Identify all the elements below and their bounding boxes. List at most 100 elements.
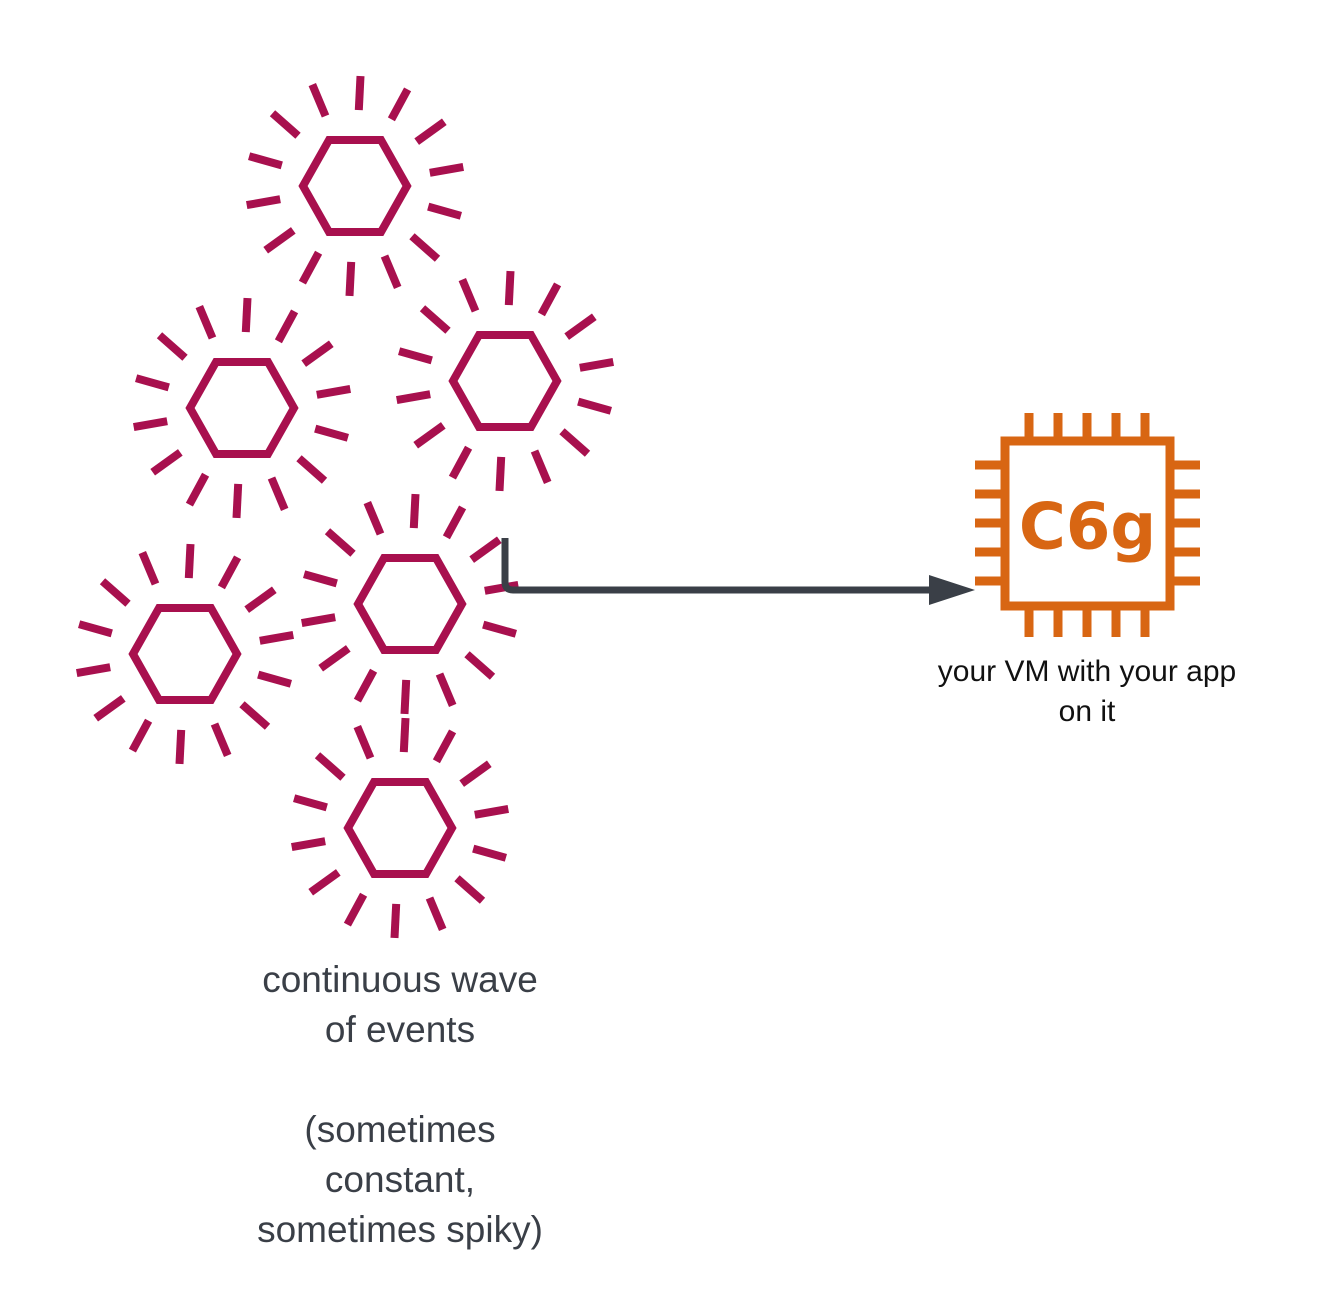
- burst-ray: [469, 536, 502, 563]
- vm-caption-line: on it: [1058, 695, 1116, 728]
- event-wave-group: [76, 75, 614, 939]
- burst-ray: [128, 718, 153, 753]
- burst-ray: [387, 87, 412, 122]
- burst-ray: [353, 725, 375, 760]
- burst-ray: [353, 668, 378, 703]
- burst-ray: [414, 118, 447, 145]
- chip-label: C6g: [1019, 491, 1156, 565]
- burst-ray: [184, 543, 195, 579]
- burst-ray: [241, 297, 252, 333]
- burst-ray: [244, 586, 277, 613]
- burst-ray: [419, 305, 451, 334]
- hexagon-shape: [298, 136, 412, 236]
- burst-ray: [409, 233, 441, 262]
- burst-ray: [442, 505, 467, 540]
- burst-ray: [425, 896, 447, 931]
- burst-ray: [530, 449, 552, 484]
- burst-ray: [324, 528, 356, 557]
- event-to-vm-arrow: [501, 538, 975, 605]
- burst-ray: [246, 195, 281, 210]
- events-caption: continuous wave of events (sometimes con…: [200, 955, 600, 1255]
- burst-ray: [427, 202, 462, 220]
- burst-ray: [564, 313, 597, 340]
- burst-ray: [458, 278, 480, 313]
- burst-ray: [314, 752, 346, 781]
- burst-ray: [291, 837, 326, 852]
- burst-ray: [537, 282, 562, 317]
- hexagon-shape: [343, 778, 457, 878]
- arrow-head-icon: [929, 575, 975, 605]
- events-caption-line: [200, 1055, 600, 1105]
- burst-ray: [484, 580, 519, 595]
- burst-ray: [78, 620, 113, 638]
- burst-ray: [504, 270, 515, 306]
- burst-ray: [185, 472, 210, 507]
- burst-ray: [293, 794, 328, 812]
- events-caption-line: constant,: [324, 1159, 476, 1200]
- event-burst-icon: [76, 543, 294, 765]
- hexagon-shape: [128, 604, 242, 704]
- burst-ray: [380, 254, 402, 289]
- vm-caption-line: your VM with your app: [937, 655, 1237, 688]
- event-burst-icon: [301, 493, 519, 715]
- burst-ray: [269, 110, 301, 139]
- burst-ray: [398, 347, 433, 365]
- events-caption-line: (sometimes: [304, 1109, 496, 1150]
- burst-ray: [577, 397, 612, 415]
- burst-ray: [435, 672, 457, 707]
- burst-ray: [400, 679, 411, 715]
- burst-ray: [409, 493, 420, 529]
- burst-ray: [314, 424, 349, 442]
- burst-ray: [76, 663, 111, 678]
- burst-ray: [217, 555, 242, 590]
- burst-ray: [267, 476, 289, 511]
- vm-caption: your VM with your app on it: [890, 652, 1284, 732]
- burst-ray: [138, 551, 160, 586]
- burst-ray: [396, 390, 431, 405]
- events-caption-line: of events: [324, 1009, 476, 1050]
- hexagon-shape: [448, 331, 562, 431]
- burst-ray: [99, 578, 131, 607]
- burst-ray: [296, 455, 328, 484]
- event-burst-icon: [291, 717, 509, 939]
- burst-ray: [579, 357, 614, 372]
- burst-ray: [308, 83, 330, 118]
- burst-ray: [482, 620, 517, 638]
- hexagon-shape: [353, 554, 467, 654]
- burst-ray: [474, 804, 509, 819]
- burst-ray: [308, 869, 341, 896]
- burst-ray: [459, 760, 492, 787]
- burst-ray: [399, 717, 410, 753]
- burst-ray: [298, 250, 323, 285]
- burst-ray: [135, 374, 170, 392]
- burst-ray: [303, 570, 338, 588]
- burst-ray: [363, 501, 385, 536]
- burst-ray: [390, 903, 401, 939]
- events-caption-line: sometimes spiky): [257, 1209, 543, 1250]
- hexagon-shape: [185, 358, 299, 458]
- burst-ray: [195, 305, 217, 340]
- burst-ray: [301, 613, 336, 628]
- burst-ray: [316, 384, 351, 399]
- event-burst-icon: [133, 297, 351, 519]
- burst-ray: [93, 695, 126, 722]
- arrow-line: [501, 538, 935, 594]
- burst-ray: [495, 456, 506, 492]
- burst-ray: [239, 701, 271, 730]
- burst-ray: [263, 227, 296, 254]
- burst-ray: [301, 340, 334, 367]
- processor-chip-icon: C6g: [975, 413, 1200, 637]
- burst-ray: [175, 729, 186, 765]
- events-caption-line: continuous wave: [262, 959, 538, 1000]
- burst-ray: [472, 844, 507, 862]
- burst-ray: [429, 162, 464, 177]
- burst-ray: [232, 483, 243, 519]
- burst-ray: [133, 417, 168, 432]
- event-burst-icon: [396, 270, 614, 492]
- burst-ray: [274, 309, 299, 344]
- burst-ray: [210, 722, 232, 757]
- burst-ray: [248, 152, 283, 170]
- burst-ray: [413, 422, 446, 449]
- burst-ray: [345, 261, 356, 297]
